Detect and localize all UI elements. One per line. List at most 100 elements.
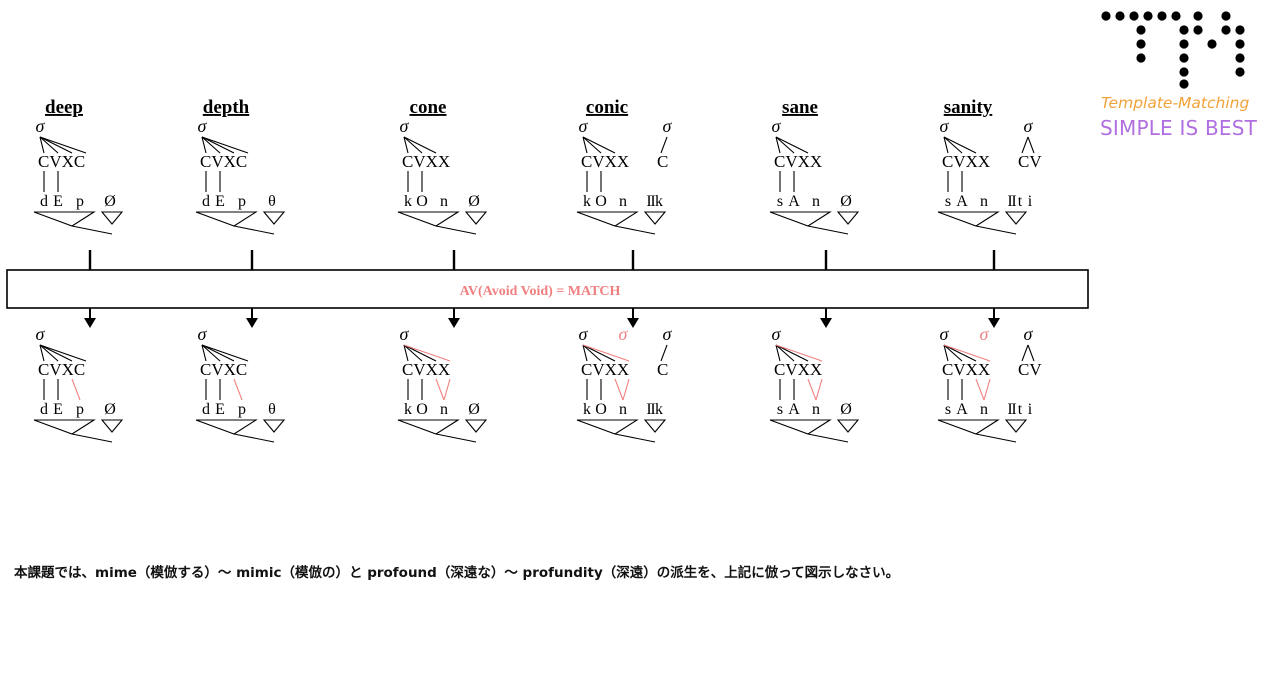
segment: d [202, 401, 210, 418]
word-triangle [836, 211, 860, 225]
second-sigma-node: σ [1024, 116, 1034, 136]
inserted-association [443, 378, 451, 401]
sigma-to-slot-line [1021, 136, 1029, 154]
logo-tagline: Template-Matching [1101, 94, 1250, 112]
word-triangle [262, 419, 286, 433]
segment: I [1007, 401, 1012, 418]
word-triangle [464, 211, 488, 225]
logo-slogan: SIMPLE IS BEST [1100, 116, 1258, 140]
skeleton-tier: CVXC [200, 152, 247, 171]
sigma-to-slot-line [201, 344, 249, 362]
sigma-to-slot-line [943, 344, 977, 362]
triangle-link [807, 433, 849, 443]
sigma-to-slot-line [201, 136, 249, 154]
segment: A [956, 193, 968, 210]
sigma-to-slot-line [943, 136, 949, 154]
segment: A [788, 193, 800, 210]
sigma-to-slot-line [403, 344, 409, 362]
second-sigma-node: σ [1024, 324, 1034, 344]
inserted-association [943, 344, 991, 362]
skeleton-tier: CVXX [774, 360, 822, 379]
sigma-to-slot-line [39, 344, 45, 362]
inserted-association [975, 378, 985, 401]
skeleton-tier: CVXX [402, 360, 450, 379]
triangle-link [614, 433, 656, 443]
arrow-down-icon [84, 318, 96, 328]
triangle-link [435, 433, 477, 443]
word-triangle [1004, 419, 1028, 433]
sigma-to-slot-line [39, 136, 45, 154]
sigma-to-slot-line [39, 136, 73, 154]
sigma-to-slot-line [660, 344, 668, 362]
foot-triangle [33, 419, 96, 435]
inserted-association [622, 378, 630, 401]
second-skeleton: CV [1018, 360, 1042, 379]
segment: E [215, 401, 225, 418]
segment: i [1028, 193, 1033, 210]
triangle-link [975, 433, 1017, 443]
segment: s [777, 401, 783, 418]
sigma-to-slot-line [582, 344, 602, 362]
sigma-to-slot-line [943, 344, 949, 362]
segment: p [76, 193, 84, 210]
sigma-to-slot-line [775, 344, 809, 362]
skeleton-tier: CVXX [774, 152, 822, 171]
segment: k [404, 193, 412, 210]
sigma-node: σ [579, 116, 589, 136]
segment: i [1028, 401, 1033, 418]
foot-triangle [937, 211, 1000, 227]
segment: k [583, 401, 591, 418]
word-title: sanity [944, 97, 993, 118]
segment: Ø [468, 193, 480, 210]
skeleton-tier: CVXX [942, 152, 990, 171]
foot-triangle [576, 419, 639, 435]
sigma-to-slot-line [582, 136, 588, 154]
segment: t [1018, 401, 1023, 418]
word-triangle [1004, 211, 1028, 225]
sigma-to-slot-line [201, 136, 207, 154]
triangle-link [435, 225, 477, 235]
word-triangle [836, 419, 860, 433]
foot-triangle [937, 419, 1000, 435]
skeleton-tier: CVXC [38, 360, 85, 379]
sigma-to-slot-line [39, 344, 59, 362]
segment: O [416, 401, 428, 418]
sigma-to-slot-line [403, 136, 423, 154]
sigma-to-slot-line [582, 136, 602, 154]
sigma-to-slot-line [403, 136, 409, 154]
inserted-association [614, 378, 624, 401]
inserted-association [983, 378, 991, 401]
sigma-to-slot-line [403, 136, 437, 154]
segment: Ø [840, 193, 852, 210]
segment: n [812, 401, 820, 418]
second-skeleton: C [657, 360, 668, 379]
segment: d [40, 401, 48, 418]
skeleton-tier: CVXX [402, 152, 450, 171]
sigma-to-slot-line [775, 136, 809, 154]
constraint-box [6, 269, 1089, 309]
second-sigma-node: σ [663, 116, 673, 136]
triangle-link [233, 225, 275, 235]
inserted-association [807, 378, 817, 401]
segment: n [440, 401, 448, 418]
foot-triangle [769, 419, 832, 435]
sigma-to-slot-line [201, 136, 235, 154]
segment: I [1011, 193, 1016, 210]
segment: A [788, 401, 800, 418]
word-title: conic [586, 97, 628, 118]
constraint-label: AV(Avoid Void) = MATCH [460, 284, 621, 299]
sigma-node: σ [772, 116, 782, 136]
sigma-node: σ [940, 324, 950, 344]
word-title: sane [782, 97, 818, 118]
segment: n [619, 401, 627, 418]
foot-triangle [195, 211, 258, 227]
sigma-to-slot-line [403, 344, 437, 362]
